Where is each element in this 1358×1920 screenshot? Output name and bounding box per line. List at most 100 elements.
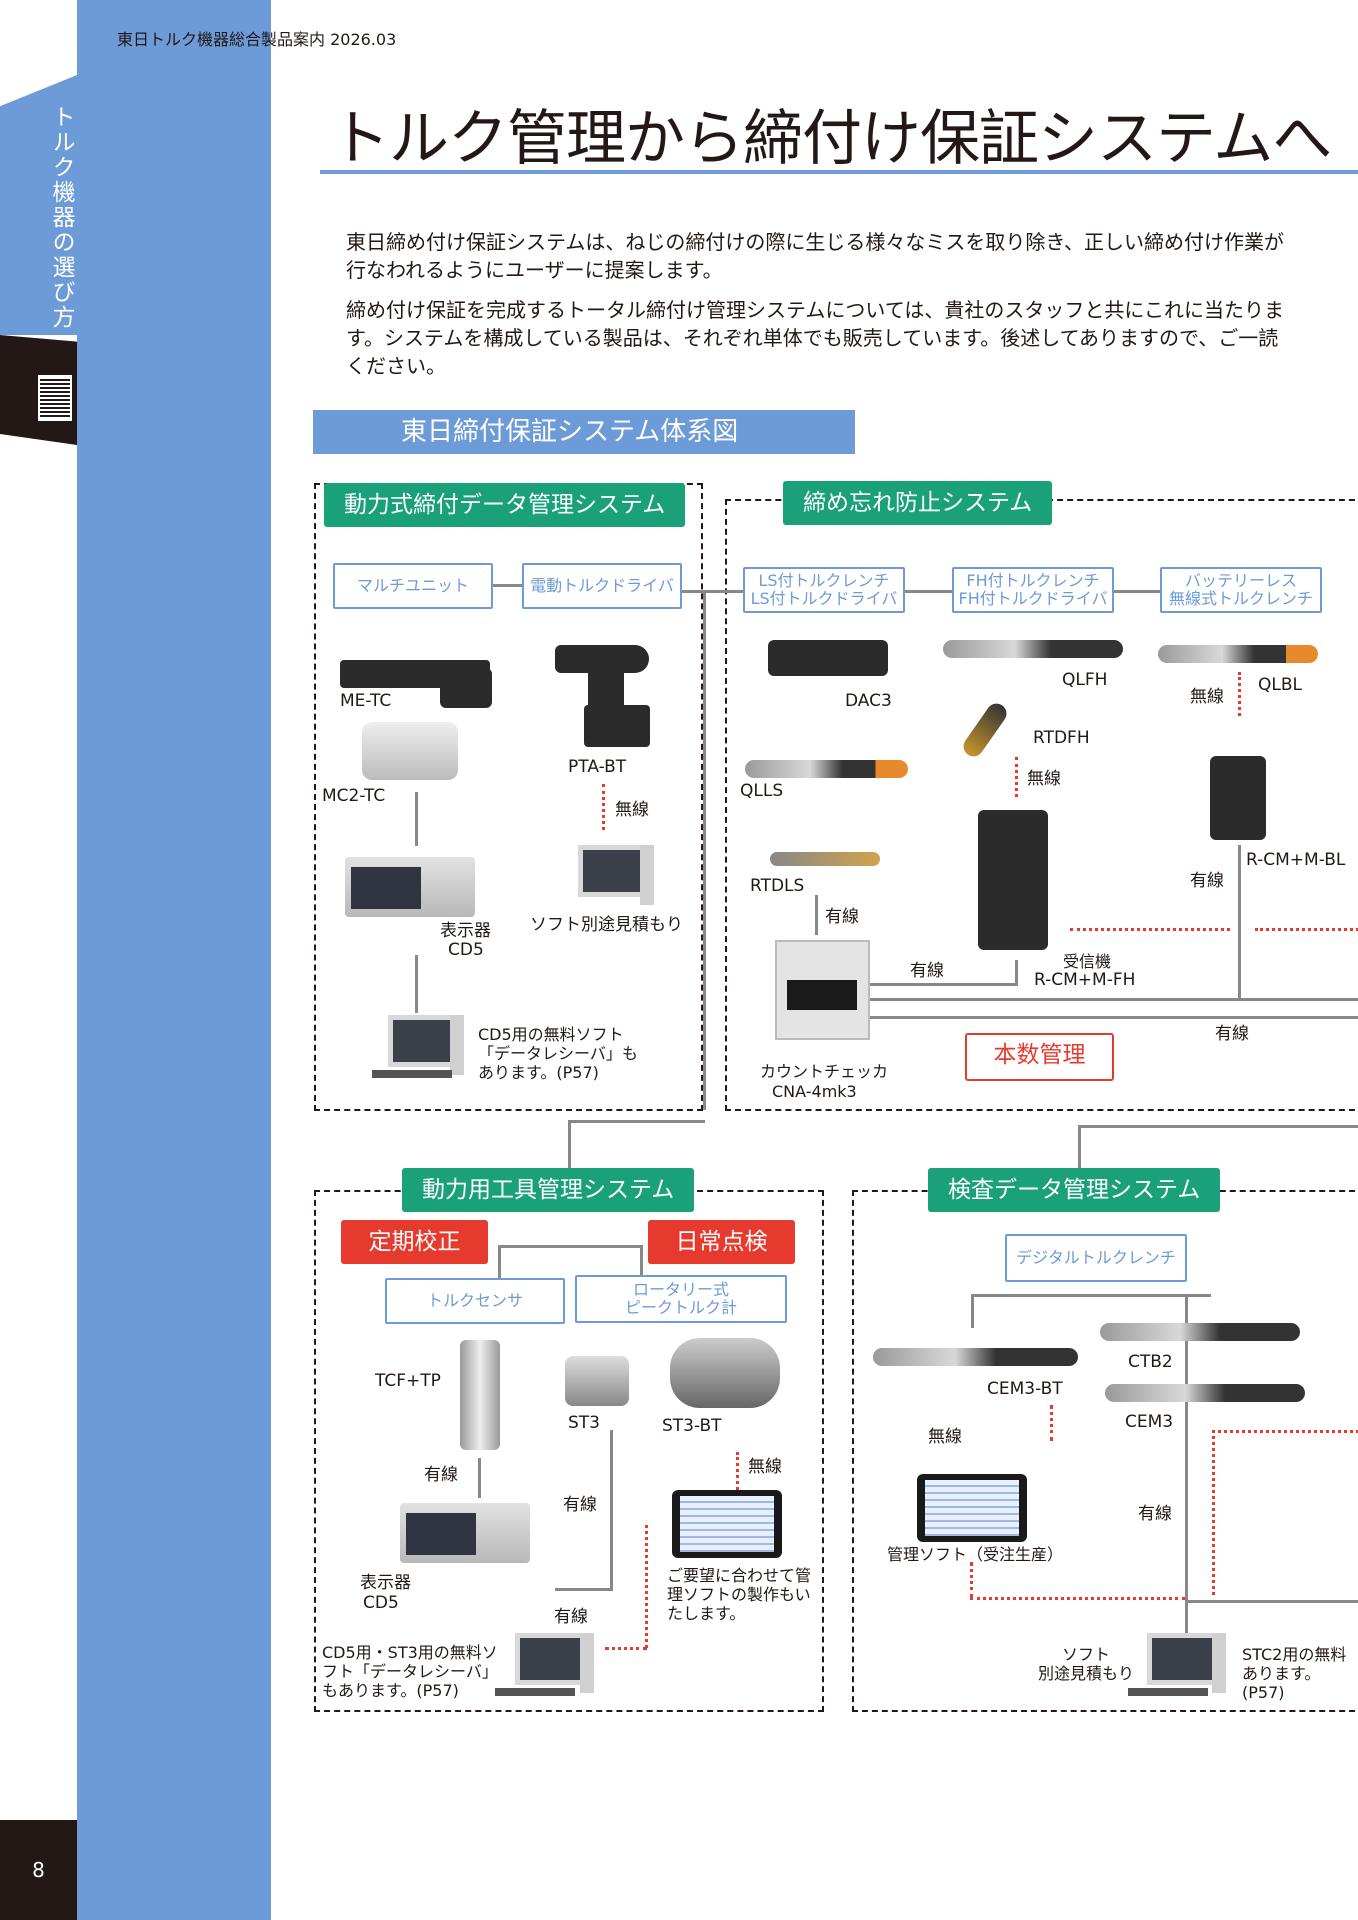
tablet-device xyxy=(917,1474,1027,1542)
mgmt-soft-label: 管理ソフト（受注生産） xyxy=(887,1545,1064,1564)
pc-icon xyxy=(388,1015,462,1067)
pc-icon xyxy=(515,1633,589,1685)
stc2-note-line3: (P57) xyxy=(1242,1683,1285,1702)
mc2-tc-product xyxy=(362,722,458,780)
display-label: 表示器 xyxy=(440,921,491,941)
me-tc-label: ME-TC xyxy=(340,691,392,711)
connector xyxy=(568,1120,705,1123)
wired-label: 有線 xyxy=(1215,1024,1249,1044)
connector xyxy=(492,584,522,587)
connector xyxy=(498,1245,501,1279)
soft-quote-line2: 別途見積もり xyxy=(1038,1664,1135,1683)
count-checker-label: カウントチェッカ xyxy=(760,1062,889,1081)
cem3-label: CEM3 xyxy=(1125,1412,1174,1432)
mc2-tc-label: MC2-TC xyxy=(322,786,386,806)
qlls-product xyxy=(745,760,908,778)
connector xyxy=(415,955,418,1013)
daily-inspection-badge: 日常点検 xyxy=(648,1220,795,1264)
connector xyxy=(1185,1294,1188,1634)
wireless-link xyxy=(1050,1405,1053,1441)
chapter-vertical-title: トルク機器の選び方 xyxy=(48,105,74,330)
rtdls-product xyxy=(770,852,880,866)
connector xyxy=(971,1294,1211,1297)
pta-bt-label: PTA-BT xyxy=(568,757,627,777)
wireless-link xyxy=(645,1525,648,1648)
st3-bt-label: ST3-BT xyxy=(662,1416,722,1436)
wireless-link xyxy=(1238,672,1241,716)
diagram-title: 東日締付保証システム体系図 xyxy=(313,410,855,454)
category-electric-driver[interactable]: 電動トルクドライバ xyxy=(522,563,682,609)
category-multi-unit[interactable]: マルチユニット xyxy=(333,563,493,609)
category-torque-sensor[interactable]: トルクセンサ xyxy=(385,1278,565,1324)
dac3-label: DAC3 xyxy=(845,691,892,711)
wired-label: 有線 xyxy=(554,1607,588,1627)
qlfh-label: QLFH xyxy=(1062,670,1108,690)
receiver-device xyxy=(978,810,1048,950)
connector xyxy=(1078,1125,1358,1128)
ctb2-product xyxy=(1100,1323,1300,1341)
connector xyxy=(904,590,952,593)
r-cm-m-bl-label: R-CM+M-BL xyxy=(1246,850,1346,870)
free-soft-note: CD5用の無料ソフト「データレシーバ」もあります。(P57) xyxy=(478,1025,638,1082)
cna-label: CNA-4mk3 xyxy=(772,1082,857,1101)
connector xyxy=(415,792,418,846)
st3-product xyxy=(565,1356,629,1406)
connector xyxy=(815,895,818,935)
book-icon xyxy=(38,375,72,421)
wireless-link xyxy=(1015,757,1018,797)
qlbl-label: QLBL xyxy=(1258,675,1302,695)
pc-tower xyxy=(450,1015,464,1075)
connector xyxy=(478,1458,481,1498)
cd5-display-unit xyxy=(345,857,475,917)
wireless-label: 無線 xyxy=(1027,769,1061,789)
connector xyxy=(1185,1600,1358,1603)
wireless-link xyxy=(1070,928,1230,931)
connector xyxy=(870,983,1015,986)
cem3-bt-label: CEM3-BT xyxy=(987,1379,1063,1399)
wireless-link xyxy=(1255,928,1358,931)
connector xyxy=(640,1245,643,1275)
title-underline xyxy=(320,170,1358,174)
wireless-label: 無線 xyxy=(1190,687,1224,707)
category-peak-torque-meter[interactable]: ロータリー式ピークトルク計 xyxy=(575,1275,787,1323)
rtdls-label: RTDLS xyxy=(750,876,805,896)
connector xyxy=(971,1294,974,1328)
chapter-tab[interactable] xyxy=(0,75,77,335)
wireless-label: 無線 xyxy=(928,1427,962,1447)
connector xyxy=(870,998,1358,1001)
pta-bt-product xyxy=(588,670,624,710)
page-title: トルク管理から締付け保証システムへ xyxy=(330,104,1332,174)
wireless-link xyxy=(736,1452,739,1490)
pta-bt-product xyxy=(555,645,649,673)
category-batteryless-wrench[interactable]: バッテリーレス無線式トルクレンチ xyxy=(1160,567,1322,613)
cem3-bt-product xyxy=(873,1348,1078,1366)
connector xyxy=(568,1120,571,1192)
cd5-display-unit xyxy=(400,1503,530,1563)
tcf-tp-label: TCF+TP xyxy=(375,1371,441,1391)
qlfh-product xyxy=(943,640,1123,658)
wired-label: 有線 xyxy=(1138,1504,1172,1524)
connector xyxy=(647,590,743,593)
wired-label: 有線 xyxy=(1190,871,1224,891)
tool-system-title: 動力用工具管理システム xyxy=(402,1168,695,1212)
pta-bt-product xyxy=(584,705,650,747)
soft-quote-line1: ソフト xyxy=(1062,1645,1111,1664)
pc-tower xyxy=(1212,1633,1226,1693)
soft-quote-label: ソフト別途見積もり xyxy=(530,915,683,935)
display-label: 表示器 xyxy=(360,1573,411,1593)
qlbl-product xyxy=(1158,645,1318,663)
wireless-link xyxy=(970,1562,973,1598)
dac3-product xyxy=(768,640,888,676)
st3-label: ST3 xyxy=(568,1413,600,1433)
category-digital-wrench[interactable]: デジタルトルクレンチ xyxy=(1005,1234,1187,1282)
pc-icon xyxy=(578,845,652,897)
tablet-device xyxy=(672,1490,782,1558)
me-tc-product xyxy=(440,668,492,708)
count-management-badge: 本数管理 xyxy=(965,1033,1114,1081)
inspect-system-title: 検査データ管理システム xyxy=(928,1168,1221,1212)
page-number: 8 xyxy=(0,1820,77,1920)
wireless-label: 無線 xyxy=(615,800,649,820)
connector xyxy=(1238,845,1241,1000)
